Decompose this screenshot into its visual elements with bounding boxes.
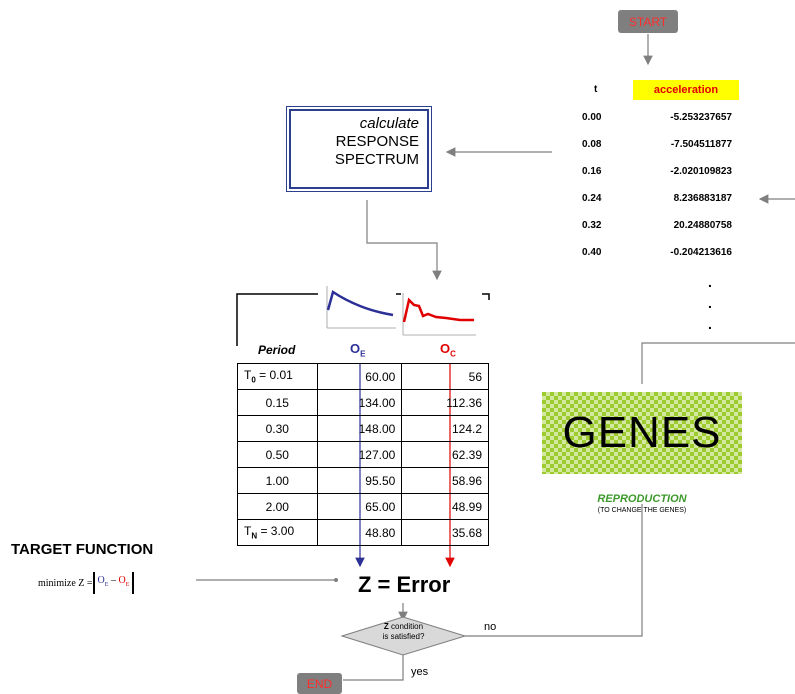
table-row: 0.30 148.00 124.2 <box>237 415 489 442</box>
t-value-5: 0.40 <box>582 247 602 258</box>
accel-value-5: -0.204213616 <box>670 247 732 258</box>
accel-value-3: 8.236883187 <box>673 193 732 204</box>
oe-cell: 95.50 <box>316 467 403 494</box>
oe-cell: 65.00 <box>316 493 403 520</box>
minimize-prefix: minimize Z = <box>38 577 93 589</box>
genes-label: GENES <box>562 408 722 457</box>
calc-line-1: calculate <box>359 115 419 132</box>
start-node: START <box>618 10 678 33</box>
oe-spectrum-thumbnail <box>326 286 396 329</box>
period-cell: 0.15 <box>237 389 318 416</box>
period-cell: TN = 3.00 <box>237 519 318 546</box>
t-value-1: 0.08 <box>582 139 602 150</box>
calculate-response-spectrum-box: calculate RESPONSE SPECTRUM <box>286 106 432 192</box>
oe-cell: 48.80 <box>316 519 403 546</box>
oc-cell: 48.99 <box>401 493 489 520</box>
table-frame-left <box>236 293 318 346</box>
ellipsis-dot-2: . <box>708 295 712 311</box>
reproduction-subtitle: (TO CHANGE THE GENES) <box>597 507 687 514</box>
oc-header: OC <box>440 341 456 359</box>
ellipsis-dot-3: . <box>708 316 712 332</box>
accel-value-2: -2.020109823 <box>670 166 732 177</box>
period-cell: 0.50 <box>237 441 318 468</box>
minimize-formula: minimize Z = OE – OE <box>38 572 135 594</box>
oc-cell: 62.39 <box>401 441 489 468</box>
target-function-title: TARGET FUNCTION <box>11 541 154 558</box>
oc-cell: 112.36 <box>401 389 489 416</box>
genes-top-line <box>641 342 795 384</box>
table-row: TN = 3.00 48.80 35.68 <box>237 519 489 546</box>
calc-to-table-arrow <box>366 200 442 281</box>
t-value-0: 0.00 <box>582 112 602 123</box>
oe-cell: 60.00 <box>316 363 403 390</box>
t-value-2: 0.16 <box>582 166 602 177</box>
period-cell: 0.30 <box>237 415 318 442</box>
reproduction-label: REPRODUCTION <box>597 493 687 505</box>
oc-cell: 35.68 <box>401 519 489 546</box>
oe-cell: 148.00 <box>316 415 403 442</box>
end-label: END <box>306 676 333 691</box>
t-value-4: 0.32 <box>582 220 602 231</box>
start-label: START <box>628 14 668 29</box>
genes-block: GENES <box>542 392 742 474</box>
accel-value-4: 20.24880758 <box>673 220 732 231</box>
decision-diamond <box>341 616 466 656</box>
period-header: Period <box>258 343 296 357</box>
t-value-3: 0.24 <box>582 193 602 204</box>
no-path-line <box>465 504 643 637</box>
period-table: T0 = 0.01 60.00 56 0.15 134.00 112.36 0.… <box>237 363 489 546</box>
table-row: 0.50 127.00 62.39 <box>237 441 489 468</box>
table-row: 0.15 134.00 112.36 <box>237 389 489 416</box>
table-row: T0 = 0.01 60.00 56 <box>237 363 489 390</box>
oe-header: OE <box>350 341 366 359</box>
period-cell: 1.00 <box>237 467 318 494</box>
acceleration-column-header: acceleration <box>633 80 739 100</box>
oc-spectrum-thumbnail <box>402 293 476 336</box>
period-cell: T0 = 0.01 <box>237 363 318 390</box>
table-frame-right <box>482 293 490 300</box>
table-row: 1.00 95.50 58.96 <box>237 467 489 494</box>
oc-cell: 56 <box>401 363 489 390</box>
calc-line-2: RESPONSE <box>335 133 419 150</box>
oc-cell: 58.96 <box>401 467 489 494</box>
ellipsis-dot-1: . <box>708 274 712 290</box>
no-label: no <box>484 621 497 633</box>
oc-cell: 124.2 <box>401 415 489 442</box>
period-cell: 2.00 <box>237 493 318 520</box>
oe-cell: 127.00 <box>316 441 403 468</box>
yes-path-line <box>343 654 404 681</box>
accel-value-1: -7.504511877 <box>670 139 732 150</box>
t-column-header: t <box>594 84 598 95</box>
yes-label: yes <box>411 666 429 678</box>
accel-value-0: -5.253237657 <box>670 112 732 123</box>
acceleration-header-label: acceleration <box>653 84 719 96</box>
abs-value-expression: OE – OE <box>92 572 135 594</box>
table-row: 2.00 65.00 48.99 <box>237 493 489 520</box>
end-node: END <box>297 673 342 694</box>
oe-cell: 134.00 <box>316 389 403 416</box>
calc-line-3: SPECTRUM <box>334 151 419 168</box>
decision-text: Z condition is satisfied? <box>382 622 425 641</box>
z-error-label: Z = Error <box>358 572 451 597</box>
